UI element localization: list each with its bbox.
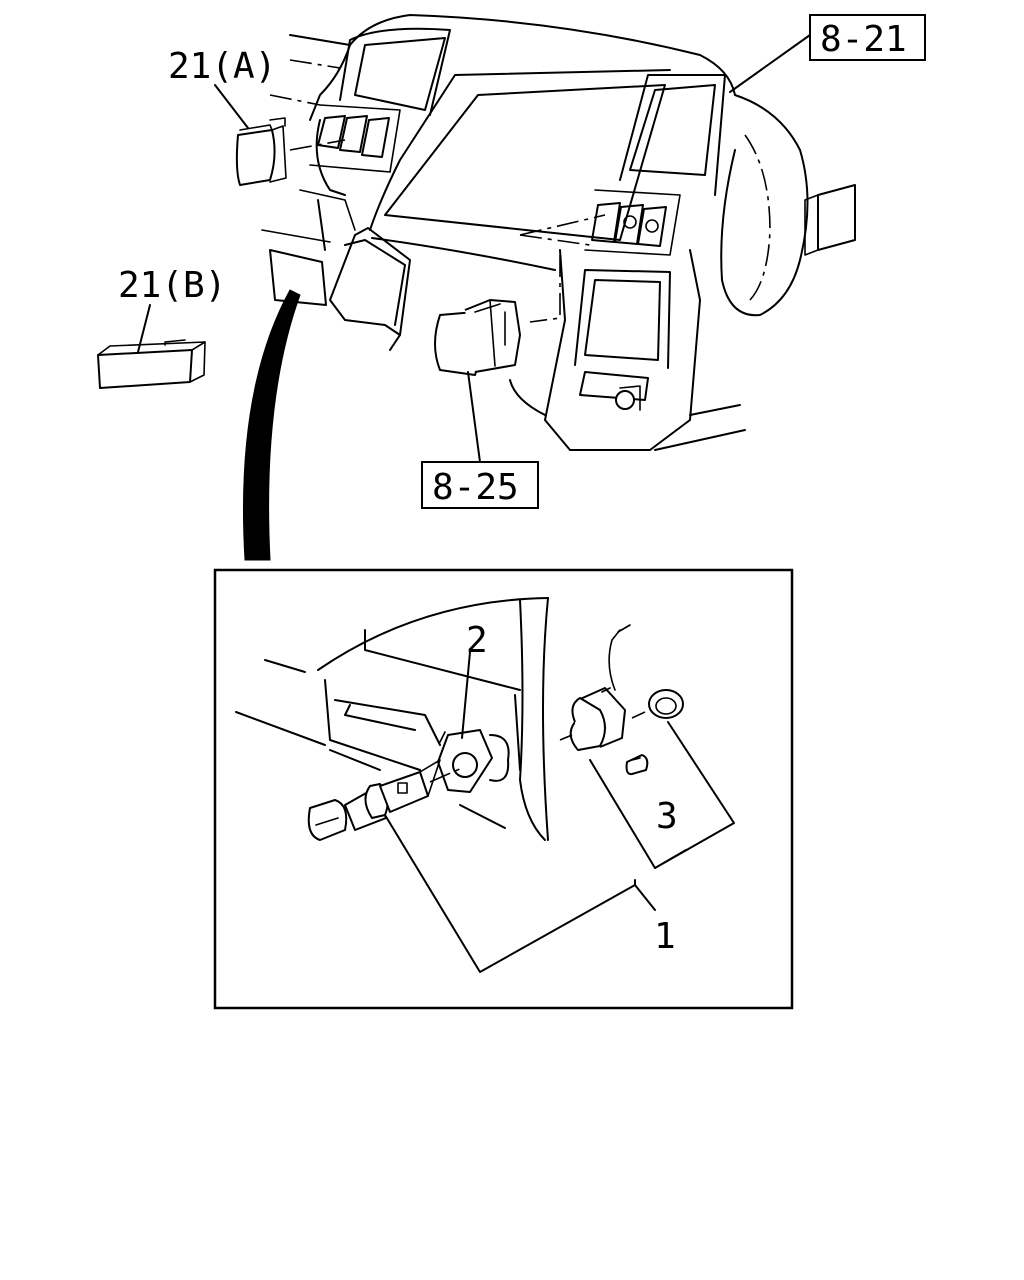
ref-box-8-25: 8-25 — [421, 461, 539, 509]
label-part-1: 1 — [654, 916, 676, 957]
detail-dash-panel — [235, 597, 549, 841]
relay-assembly — [434, 299, 521, 376]
detail-callout-arrow — [242, 289, 301, 561]
detail-frame — [213, 568, 794, 1010]
leader-21b — [137, 304, 151, 353]
leader-8-21 — [729, 34, 811, 93]
leader-part-1 — [384, 759, 656, 973]
retaining-ring-part-3 — [648, 689, 684, 719]
label-21b: 21(B) — [118, 265, 226, 306]
leader-part-2 — [461, 651, 471, 739]
label-part-2: 2 — [466, 620, 488, 661]
ref-box-8-21: 8-21 — [809, 14, 926, 61]
hex-nut-part-2 — [437, 729, 493, 793]
label-21a: 21(A) — [168, 46, 276, 87]
cigarette-lighter-plug — [307, 759, 463, 841]
ref-label-8-25: 8-25 — [432, 467, 519, 508]
leader-8-25 — [467, 371, 481, 463]
label-part-3: 3 — [656, 796, 678, 837]
switch-part-21a — [235, 117, 287, 186]
dashboard-illustration — [261, 14, 856, 451]
leader-part-3 — [654, 721, 735, 869]
pin-part-3 — [625, 754, 649, 776]
lighter-socket — [559, 624, 646, 751]
ref-label-8-21: 8-21 — [820, 19, 907, 60]
cover-part-21b — [97, 339, 206, 389]
leader-21a — [214, 84, 249, 129]
